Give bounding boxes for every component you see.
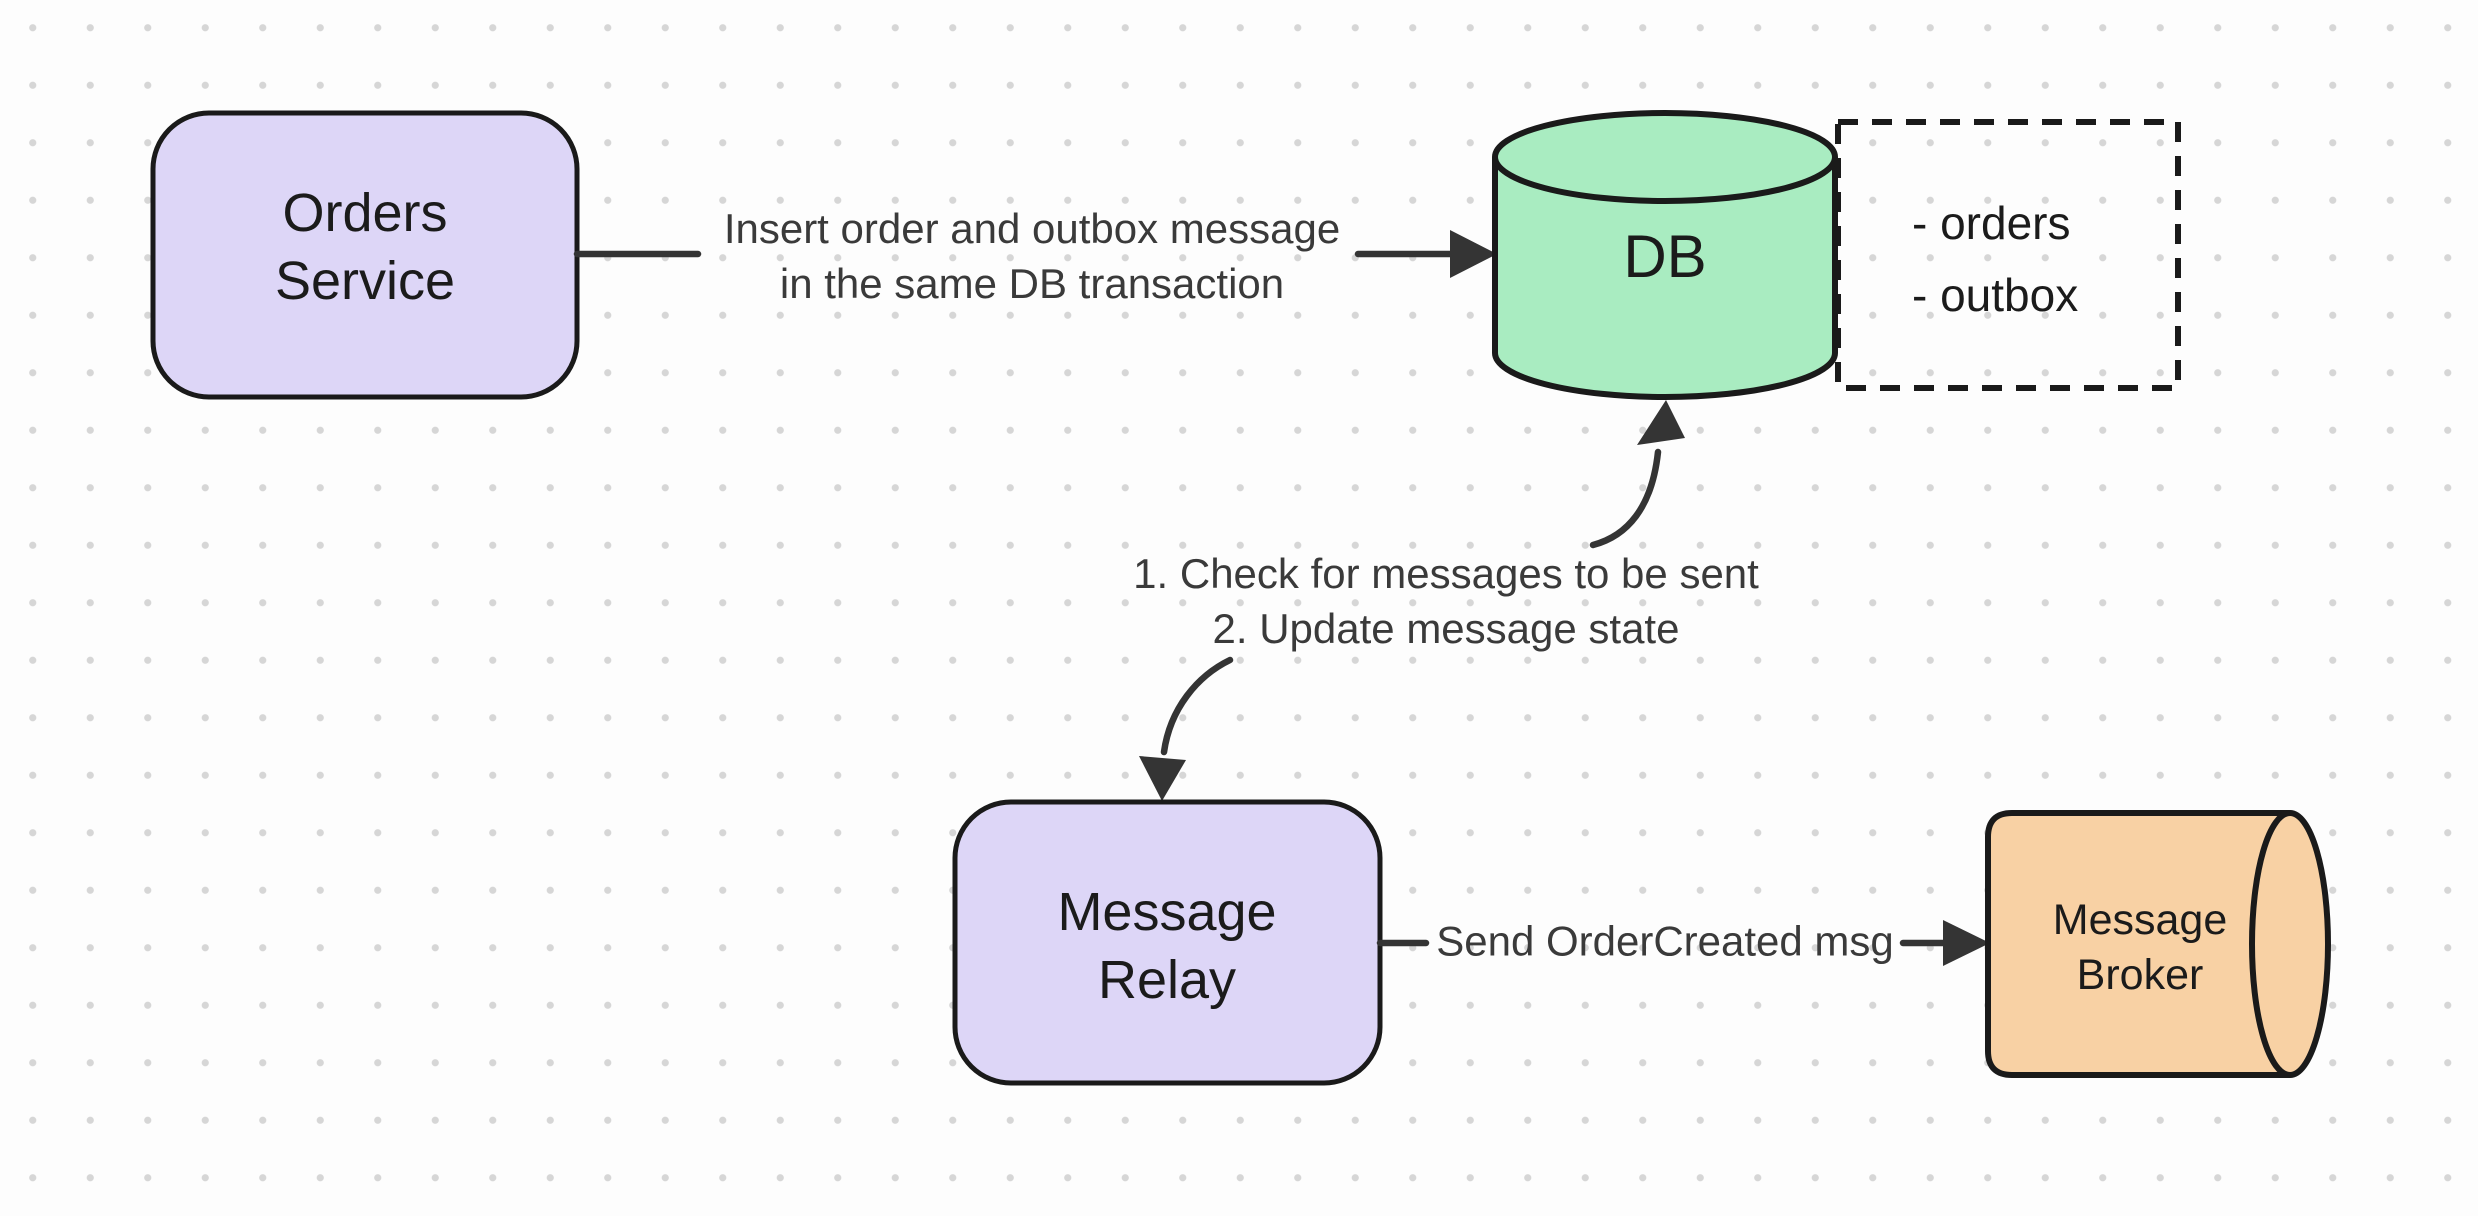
db-tables-item-orders: - orders	[1912, 197, 2071, 249]
message-relay-label: Message Relay	[1057, 878, 1276, 1014]
message-relay-label-line2: Relay	[1097, 950, 1237, 1010]
db-tables-list: - orders - outbox	[1912, 187, 2078, 331]
relay-poll-edge-down	[1160, 656, 1234, 756]
insert-order-edge-label: Insert order and outbox message in the s…	[724, 201, 1340, 311]
relay-poll-edge-up	[1589, 448, 1662, 549]
insert-order-arrowhead-icon	[1450, 230, 1497, 278]
message-broker-label-line2: Broker	[2076, 951, 2204, 999]
db-cylinder	[1492, 110, 1838, 400]
orders-service-label: Orders Service	[275, 179, 455, 315]
relay-poll-edge-label: 1. Check for messages to be sent 2. Upda…	[1133, 546, 1759, 656]
orders-service-label-line2: Service	[274, 251, 456, 311]
message-broker-cylinder	[1985, 810, 2331, 1078]
db-tables-dashed-box	[1835, 119, 2181, 391]
send-message-arrowhead-icon	[1943, 920, 1990, 966]
message-relay-label-line1: Message	[1057, 882, 1277, 942]
orders-service-label-line1: Orders	[282, 183, 448, 243]
db-tables-item-outbox: - outbox	[1912, 269, 2079, 321]
db-cylinder-top-arc	[1492, 156, 1838, 204]
relay-poll-label-line1: 1. Check for messages to be sent	[1133, 550, 1759, 597]
relay-poll-label-line2: 2. Update message state	[1212, 605, 1680, 652]
message-broker-label: Message Broker	[2053, 893, 2227, 1003]
insert-order-edge-label-line2: in the same DB transaction	[779, 260, 1285, 307]
relay-poll-up-arrowhead-icon	[1637, 400, 1685, 445]
relay-poll-down-arrowhead-icon	[1139, 756, 1186, 801]
message-broker-cap-arc	[2249, 810, 2291, 1078]
db-label: DB	[1623, 223, 1707, 290]
insert-order-edge-label-line1: Insert order and outbox message	[723, 205, 1341, 252]
send-message-edge-label: Send OrderCreated msg	[1436, 917, 1894, 965]
message-broker-label-line1: Message	[2052, 896, 2228, 944]
